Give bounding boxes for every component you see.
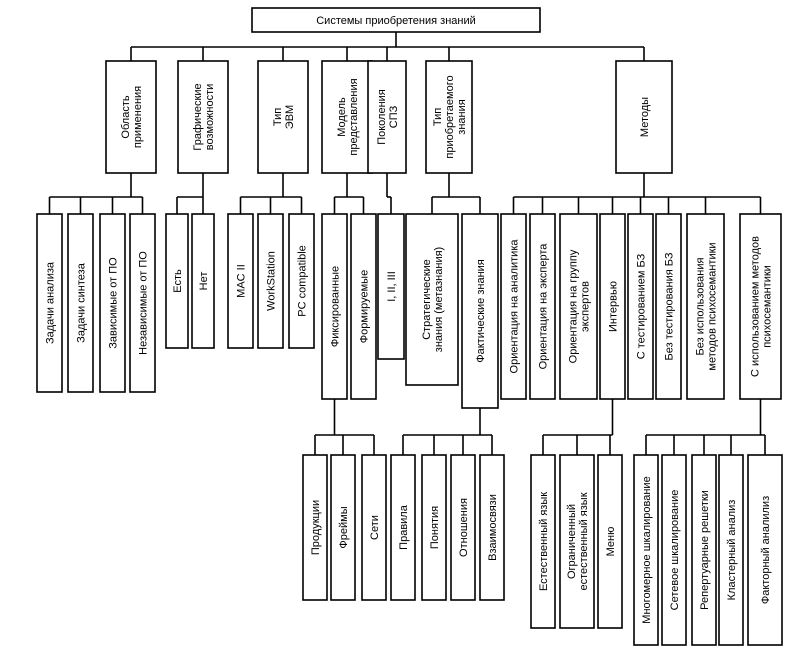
subleaf-node-label: Ограниченныйестественный язык: [566, 492, 590, 590]
subleaf-node-box: [361, 454, 387, 601]
leaf-node-box: [627, 213, 654, 400]
leaf-node-label: Фиксированные: [330, 266, 342, 347]
leaf-node-label: Формируемые: [359, 270, 371, 343]
leaf-node-label: Ориентация на эксперта: [538, 243, 550, 370]
subleaf-node-box: [450, 454, 476, 601]
leaf-node-box: [500, 213, 527, 400]
subleaf-node-box: [530, 454, 556, 629]
leaf-node-label: Фактические знания: [475, 259, 487, 363]
leaf-node-box: [288, 213, 315, 349]
category-node-label: Методы: [639, 97, 651, 137]
category-node-box: [425, 60, 473, 174]
leaf-node-label: Задачи синтеза: [76, 262, 88, 343]
leaf-node-box: [257, 213, 284, 349]
leaf-node-label: WorkStation: [266, 251, 278, 311]
subleaf-node-label: Меню: [605, 527, 617, 557]
leaf-node-box: [350, 213, 377, 400]
leaf-node-box: [191, 213, 215, 349]
leaf-node-box: [529, 213, 556, 400]
subleaf-node-box: [559, 454, 595, 629]
category-node-label: Графическиевозможности: [192, 83, 216, 150]
subleaf-node-label: Правила: [398, 504, 410, 550]
category-node-box: [367, 60, 407, 174]
subleaf-node-label: Факторный аналилиз: [760, 496, 772, 604]
leaf-node-box: [227, 213, 254, 349]
root-node-title: Системы приобретения знаний: [316, 15, 476, 27]
subleaf-node-label: Естественный язык: [538, 492, 550, 591]
subleaf-node-box: [747, 454, 783, 646]
subleaf-node-box: [597, 454, 623, 629]
leaf-node-box: [461, 213, 499, 409]
subleaf-node-box: [302, 454, 328, 601]
category-node-box: [615, 60, 673, 174]
leaf-node-box: [67, 213, 94, 393]
category-node-box: [177, 60, 229, 174]
subleaf-node-label: Репертуарные решетки: [699, 490, 711, 610]
leaf-node-label: Без использованияметодов психосемантики: [695, 242, 719, 370]
leaf-node-box: [686, 213, 725, 400]
subleaf-node-box: [330, 454, 356, 601]
leaf-node-label: Нет: [198, 272, 210, 291]
subleaf-node-label: Сети: [369, 515, 381, 540]
subleaf-node-label: Понятия: [429, 506, 441, 549]
leaf-node-box: [36, 213, 63, 393]
leaf-node-label: Есть: [172, 269, 184, 293]
leaf-node-label: Зависимые от ПО: [108, 257, 120, 349]
leaf-node-box: [99, 213, 126, 393]
leaf-node-label: Независимые от ПО: [138, 251, 150, 355]
leaf-node-box: [321, 213, 348, 400]
leaf-node-label: Ориентация на группуэкспертов: [568, 249, 592, 363]
subleaf-node-box: [691, 454, 717, 646]
root-node-box: [251, 7, 541, 33]
subleaf-node-label: Фреймы: [338, 506, 350, 548]
subleaf-node-label: Продукции: [310, 500, 322, 555]
category-node-label: ПоколенияСПЗ: [376, 89, 400, 145]
category-node-box: [321, 60, 373, 174]
subleaf-node-label: Кластерный анализ: [726, 500, 738, 601]
leaf-node-box: [165, 213, 189, 349]
leaf-node-label: С использованием методовпсихосемантики: [750, 236, 774, 377]
subleaf-node-box: [421, 454, 447, 601]
leaf-node-box: [559, 213, 598, 400]
leaf-node-box: [599, 213, 626, 400]
subleaf-node-box: [718, 454, 744, 646]
leaf-node-label: PC compatible: [297, 245, 309, 317]
category-node-label: Типприобретаемогознания: [432, 75, 468, 158]
leaf-node-label: Интервью: [608, 281, 620, 332]
subleaf-node-box: [633, 454, 659, 646]
category-node-label: Областьприменения: [120, 86, 144, 148]
subleaf-node-box: [479, 454, 505, 601]
leaf-node-label: Ориентация на аналитика: [509, 239, 521, 374]
leaf-node-box: [739, 213, 782, 400]
leaf-node-label: I, II, III: [386, 271, 398, 302]
leaf-node-box: [377, 213, 405, 360]
subleaf-node-label: Сетевое шкалирование: [669, 490, 681, 611]
leaf-node-label: Задачи анализа: [45, 261, 57, 344]
category-node-box: [257, 60, 309, 174]
leaf-node-box: [129, 213, 156, 393]
leaf-node-label: Стратегическиезнания (метазнания): [421, 247, 445, 352]
subleaf-node-box: [661, 454, 687, 646]
leaf-node-label: Без тестирования БЗ: [664, 252, 676, 360]
subleaf-node-label: Отношения: [458, 498, 470, 557]
subleaf-node-label: Взаимосвязи: [487, 494, 499, 561]
leaf-node-label: С тестированием БЗ: [636, 253, 648, 359]
leaf-node-box: [655, 213, 682, 400]
category-node-box: [105, 60, 157, 174]
subleaf-node-box: [390, 454, 416, 601]
leaf-node-label: MAC II: [236, 264, 248, 298]
category-node-label: ТипЭВМ: [272, 105, 296, 129]
category-node-label: Модельпредставления: [336, 78, 360, 155]
leaf-node-box: [405, 213, 459, 386]
subleaf-node-label: Многомерное шкалирование: [641, 476, 653, 623]
